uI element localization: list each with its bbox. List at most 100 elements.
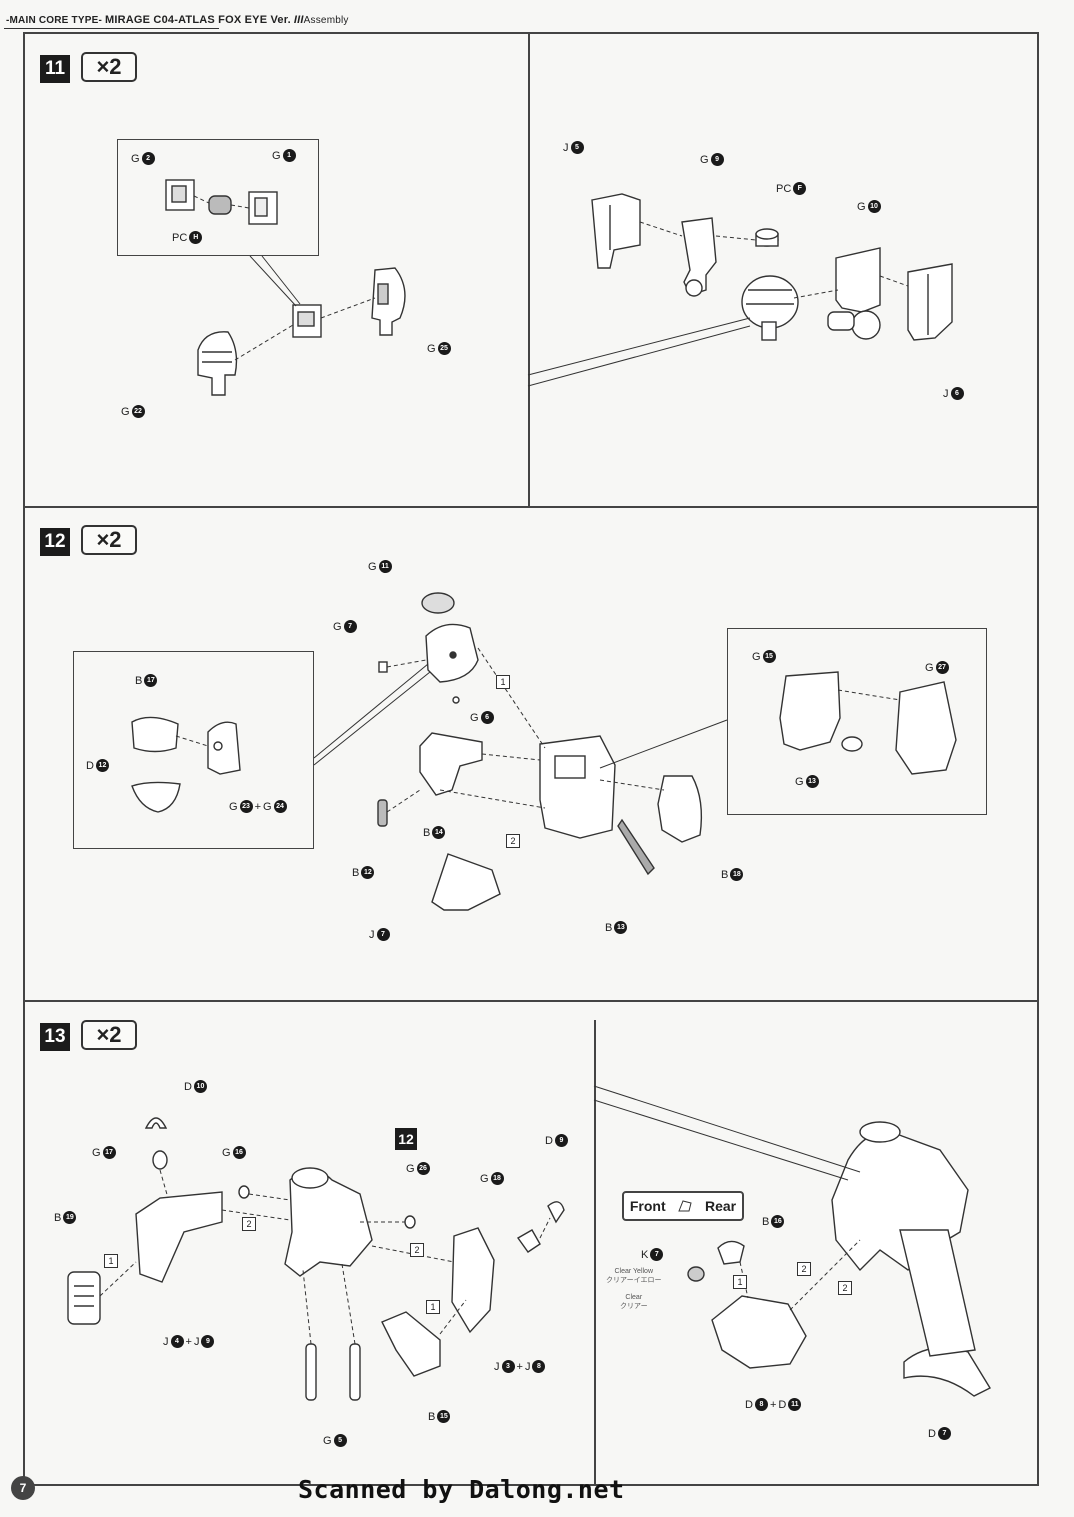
detail-inset-box <box>727 628 987 815</box>
part-g25 <box>371 267 406 336</box>
part-j5 <box>591 193 641 269</box>
part-d8-d11 <box>711 1295 807 1369</box>
part-d7 <box>899 1229 991 1397</box>
part-g7 <box>378 661 388 673</box>
order-marker: 1 <box>733 1275 747 1289</box>
rear-label: Rear <box>704 1198 737 1214</box>
part-g17 <box>152 1150 168 1170</box>
part-b16 <box>717 1240 745 1265</box>
part-j6 <box>907 263 953 341</box>
order-marker: 2 <box>410 1243 424 1257</box>
step-11-multiplier: ×2 <box>81 52 137 82</box>
front-rear-legend: Front Rear <box>622 1191 744 1221</box>
header-suffix: Assembly <box>303 15 349 26</box>
section-divider <box>23 1000 1039 1002</box>
part-b13 <box>617 818 655 876</box>
part-b19 <box>67 1271 101 1325</box>
part-g22 <box>197 331 238 396</box>
header-prefix: -MAIN CORE TYPE- <box>6 15 102 26</box>
part-g6 <box>452 696 460 704</box>
part-rotor <box>741 275 799 341</box>
part-j3-j8 <box>451 1227 495 1334</box>
order-marker: 1 <box>104 1254 118 1268</box>
part-g26 <box>404 1215 416 1229</box>
part-d10 <box>144 1117 168 1129</box>
part-b17 <box>131 716 179 753</box>
order-marker: 2 <box>506 834 520 848</box>
part-b12 <box>377 799 388 827</box>
part-torso <box>284 1167 373 1277</box>
part-g13 <box>841 736 863 752</box>
part-g16 <box>238 1185 250 1199</box>
part-pc-h <box>208 195 232 215</box>
part-j4-j9 <box>135 1191 223 1283</box>
part-pc-f <box>755 228 779 247</box>
part-k7 <box>687 1266 705 1282</box>
part-g15 <box>779 671 841 751</box>
part-g9 <box>681 217 717 297</box>
detail-inset-box <box>117 139 319 256</box>
lens-icon <box>678 1200 692 1212</box>
instruction-frame <box>23 32 1039 1486</box>
part-g25-assembly <box>292 304 322 338</box>
page-number: 7 <box>11 1476 35 1500</box>
part-g18 <box>516 1229 541 1253</box>
header-underline <box>4 28 219 29</box>
column-divider <box>594 1020 596 1486</box>
part-j7 <box>431 853 501 911</box>
part-b18 <box>657 775 703 843</box>
order-marker: 1 <box>496 675 510 689</box>
part-g23-g24 <box>207 721 241 775</box>
part-g27 <box>895 681 957 775</box>
column-divider <box>528 33 530 506</box>
step-reference-12: 12 <box>395 1128 417 1150</box>
step-13-multiplier: ×2 <box>81 1020 137 1050</box>
part-d9 <box>547 1201 565 1224</box>
part-head-cap <box>425 623 479 683</box>
part-g1 <box>248 191 278 225</box>
step-12-number: 12 <box>40 528 70 556</box>
page-header: -MAIN CORE TYPE- MIRAGE C04-ATLAS FOX EY… <box>6 14 349 26</box>
header-volume: III <box>293 14 304 26</box>
part-g10 <box>827 247 881 340</box>
header-model: MIRAGE C04-ATLAS FOX EYE Ver. <box>104 14 291 26</box>
scan-credit: Scanned by Dalong.net <box>298 1475 625 1504</box>
part-g5-pin <box>305 1343 361 1401</box>
order-marker: 2 <box>242 1217 256 1231</box>
order-marker: 2 <box>838 1281 852 1295</box>
part-core-body <box>539 735 616 839</box>
front-label: Front <box>629 1198 666 1214</box>
